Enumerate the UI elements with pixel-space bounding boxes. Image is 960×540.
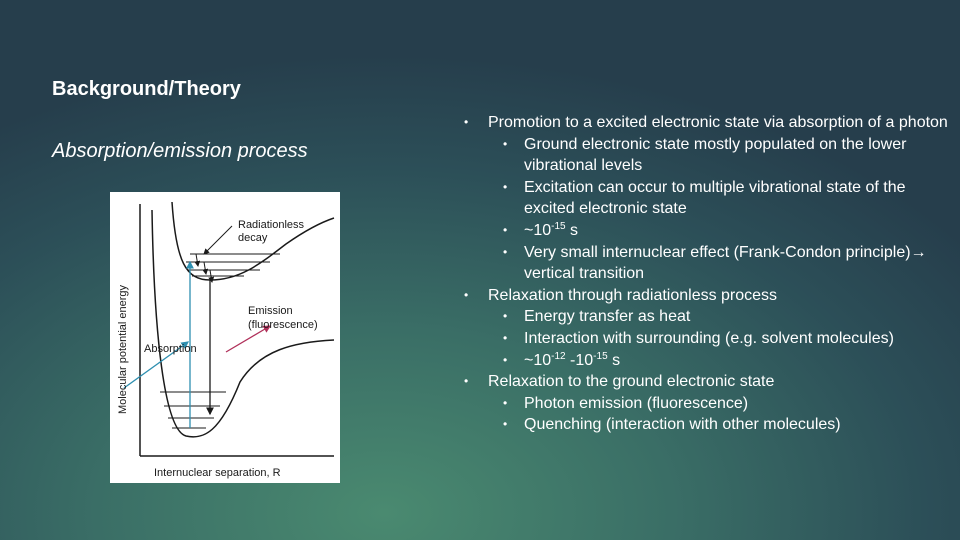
sub-bullet-photon-emission: Photon emission (fluorescence) [462, 393, 952, 415]
time-a: ~10 [524, 351, 552, 369]
sub-bullet-excitation: Excitation can occur to multiple vibrati… [462, 177, 952, 220]
bullet-radiationless: Relaxation through radiationless process [462, 285, 952, 307]
label-fluorescence: (fluorescence) [248, 319, 318, 331]
y-axis-label: Molecular potential energy [117, 284, 129, 414]
label-emission: Emission [248, 305, 293, 317]
bullet-ground-relaxation: Relaxation to the ground electronic stat… [462, 371, 952, 393]
sub-bullet-heat: Energy transfer as heat [462, 306, 952, 328]
sub-bullet-quenching: Quenching (interaction with other molecu… [462, 414, 952, 436]
time-c: s [607, 351, 621, 369]
time-exp2: -15 [593, 350, 608, 362]
ground-vibrational-levels [160, 391, 226, 429]
absorption-photon-arrow [123, 341, 190, 389]
sub-bullet-relaxation-time: ~10-12 -10-15 s [462, 350, 952, 372]
bullet-list: Promotion to a excited electronic state … [462, 112, 952, 436]
slide-title: Background/Theory [52, 78, 241, 100]
emission-photon-arrow [225, 325, 272, 353]
ground-state-curve [151, 209, 335, 438]
bullet-absorption: Promotion to a excited electronic state … [462, 112, 952, 134]
time-prefix: ~10 [524, 221, 552, 239]
label-decay: decay [238, 232, 268, 244]
right-arrow-icon: → [910, 243, 927, 261]
x-axis-label: Internuclear separation, R [154, 467, 281, 479]
label-radiationless: Radiationless [238, 219, 305, 231]
sub-bullet-absorption-time: ~10-15 s [462, 220, 952, 242]
sub-bullet-ground-state: Ground electronic state mostly populated… [462, 134, 952, 177]
radiationless-decay-arrows [194, 225, 233, 283]
excited-state-curve [171, 201, 335, 281]
slide-subtitle: Absorption/emission process [52, 140, 308, 162]
time-exponent: -15 [551, 220, 566, 232]
potential-energy-diagram: Radiationless decay Emission (fluorescen… [110, 192, 340, 483]
frank-condon-text: Very small internuclear effect (Frank-Co… [524, 243, 911, 261]
sub-bullet-frank-condon: Very small internuclear effect (Frank-Co… [462, 242, 952, 285]
time-b: -10 [565, 351, 594, 369]
vertical-transition-text: vertical transition [524, 265, 645, 283]
diagram-svg: Radiationless decay Emission (fluorescen… [117, 201, 335, 479]
label-absorption: Absorption [144, 343, 197, 355]
time-exp1: -12 [551, 350, 566, 362]
time-unit: s [565, 221, 579, 239]
sub-bullet-surrounding: Interaction with surrounding (e.g. solve… [462, 328, 952, 350]
excited-vibrational-levels [186, 253, 280, 277]
